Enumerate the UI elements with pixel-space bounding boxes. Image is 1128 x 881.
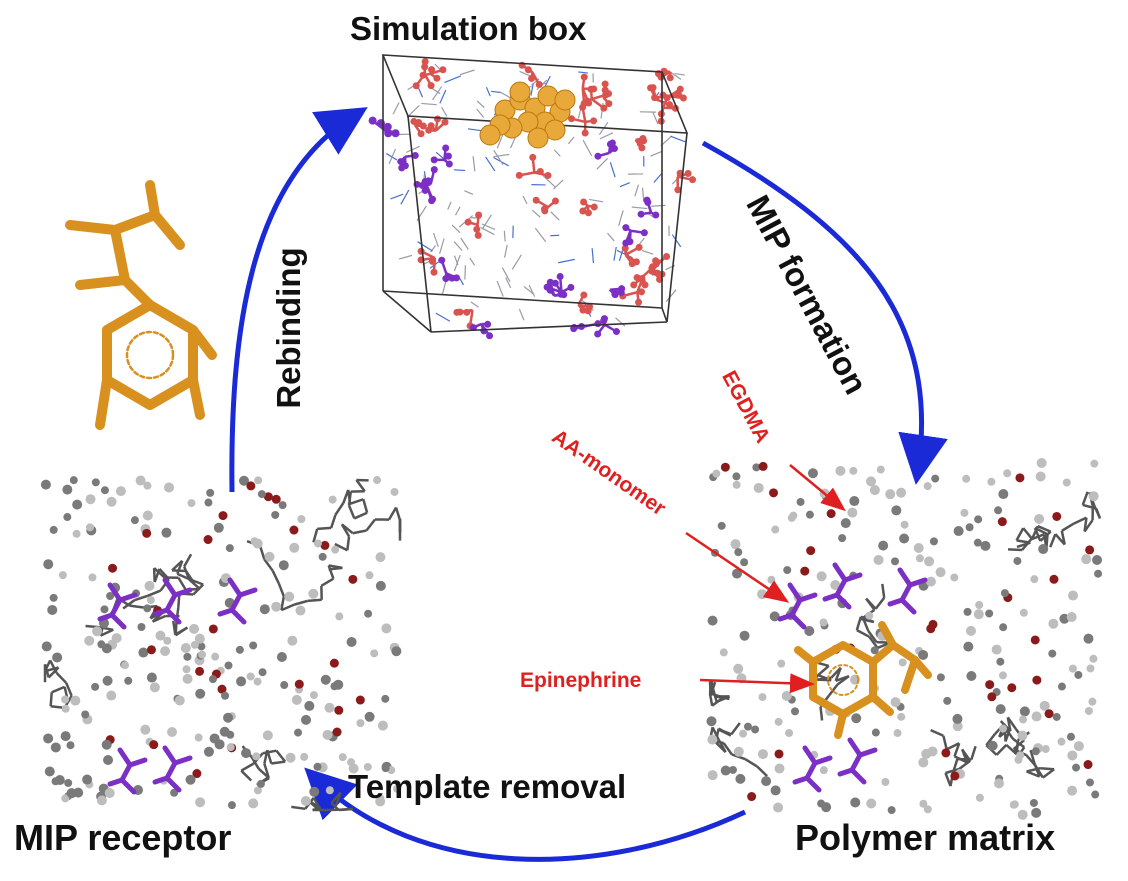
aa-monomer-label: AA-monomer: [548, 425, 670, 520]
mip-receptor-label: MIP receptor: [14, 820, 231, 856]
polymer-matrix-network: [706, 458, 1102, 820]
simulation-box: [369, 55, 696, 339]
epinephrine-molecule-free: [70, 185, 212, 425]
rebinding-label: Rebinding: [270, 247, 307, 408]
simulation-box-title: Simulation box: [350, 12, 587, 45]
epinephrine-label: Epinephrine: [520, 670, 641, 691]
egdma-label: EGDMA: [717, 367, 774, 447]
template-removal-label: Template removal: [348, 770, 626, 803]
epinephrine-pointer: [700, 680, 810, 684]
polymer-matrix-label: Polymer matrix: [795, 820, 1055, 856]
mip-formation-label: MIP formation: [739, 189, 875, 400]
mip-receptor-network: [41, 476, 401, 810]
